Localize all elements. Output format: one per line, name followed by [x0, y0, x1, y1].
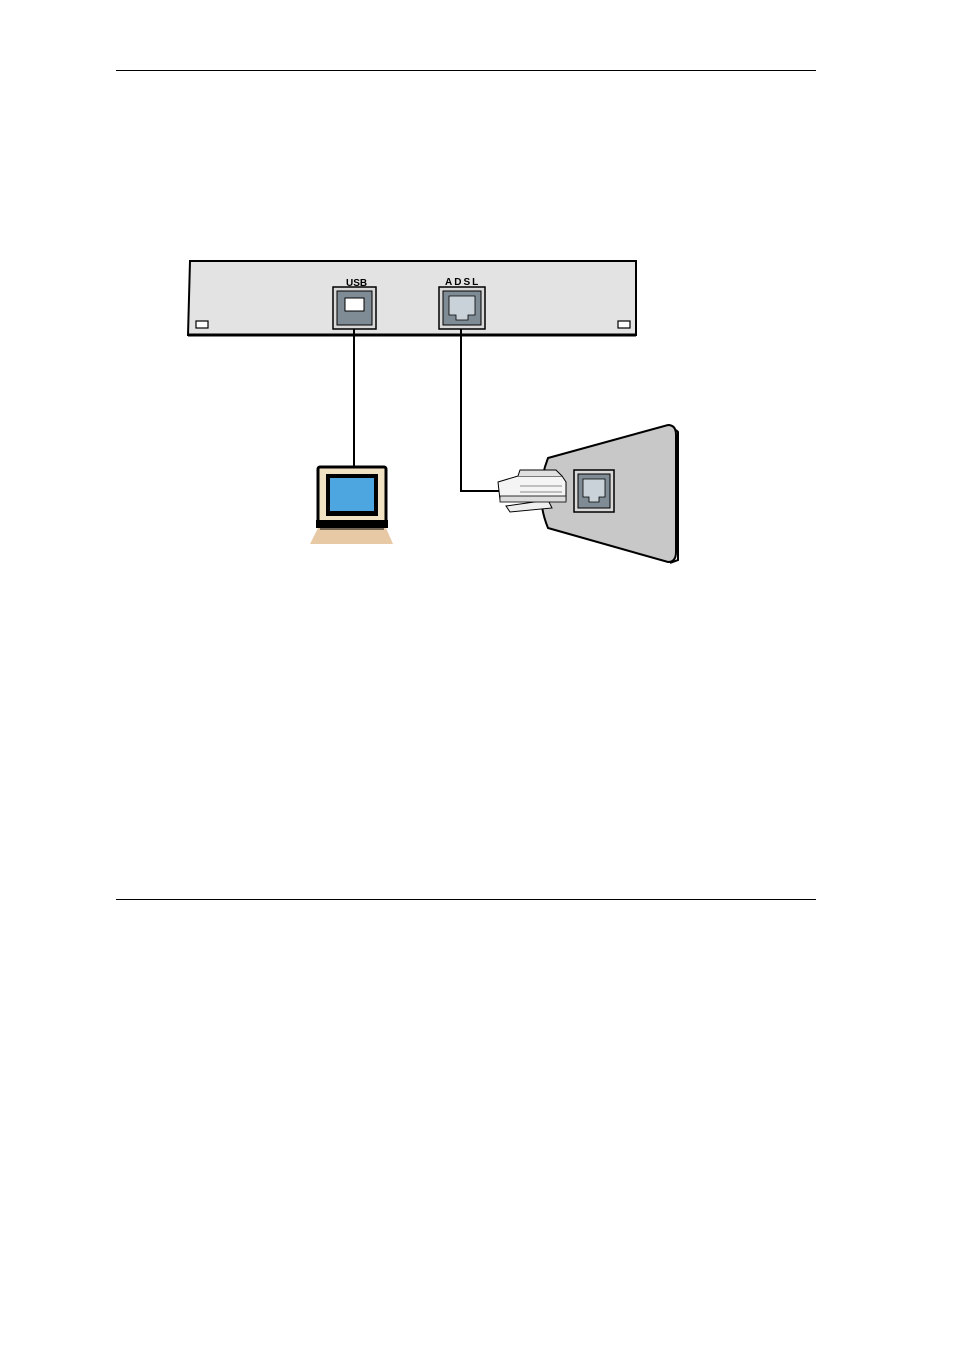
adsl-port-icon [439, 287, 485, 329]
usb-port-icon [333, 287, 376, 329]
phone-cable-icon [461, 329, 500, 491]
router-back-panel: USB ADSL [188, 261, 636, 335]
router-panel-icon [188, 261, 636, 335]
laptop-icon [310, 467, 393, 544]
telephone-wall-jack [498, 425, 678, 563]
footer-rule [116, 899, 816, 900]
panel-foot-right-icon [618, 321, 630, 328]
wall-jack-icon [574, 470, 614, 512]
panel-foot-left-icon [196, 321, 208, 328]
